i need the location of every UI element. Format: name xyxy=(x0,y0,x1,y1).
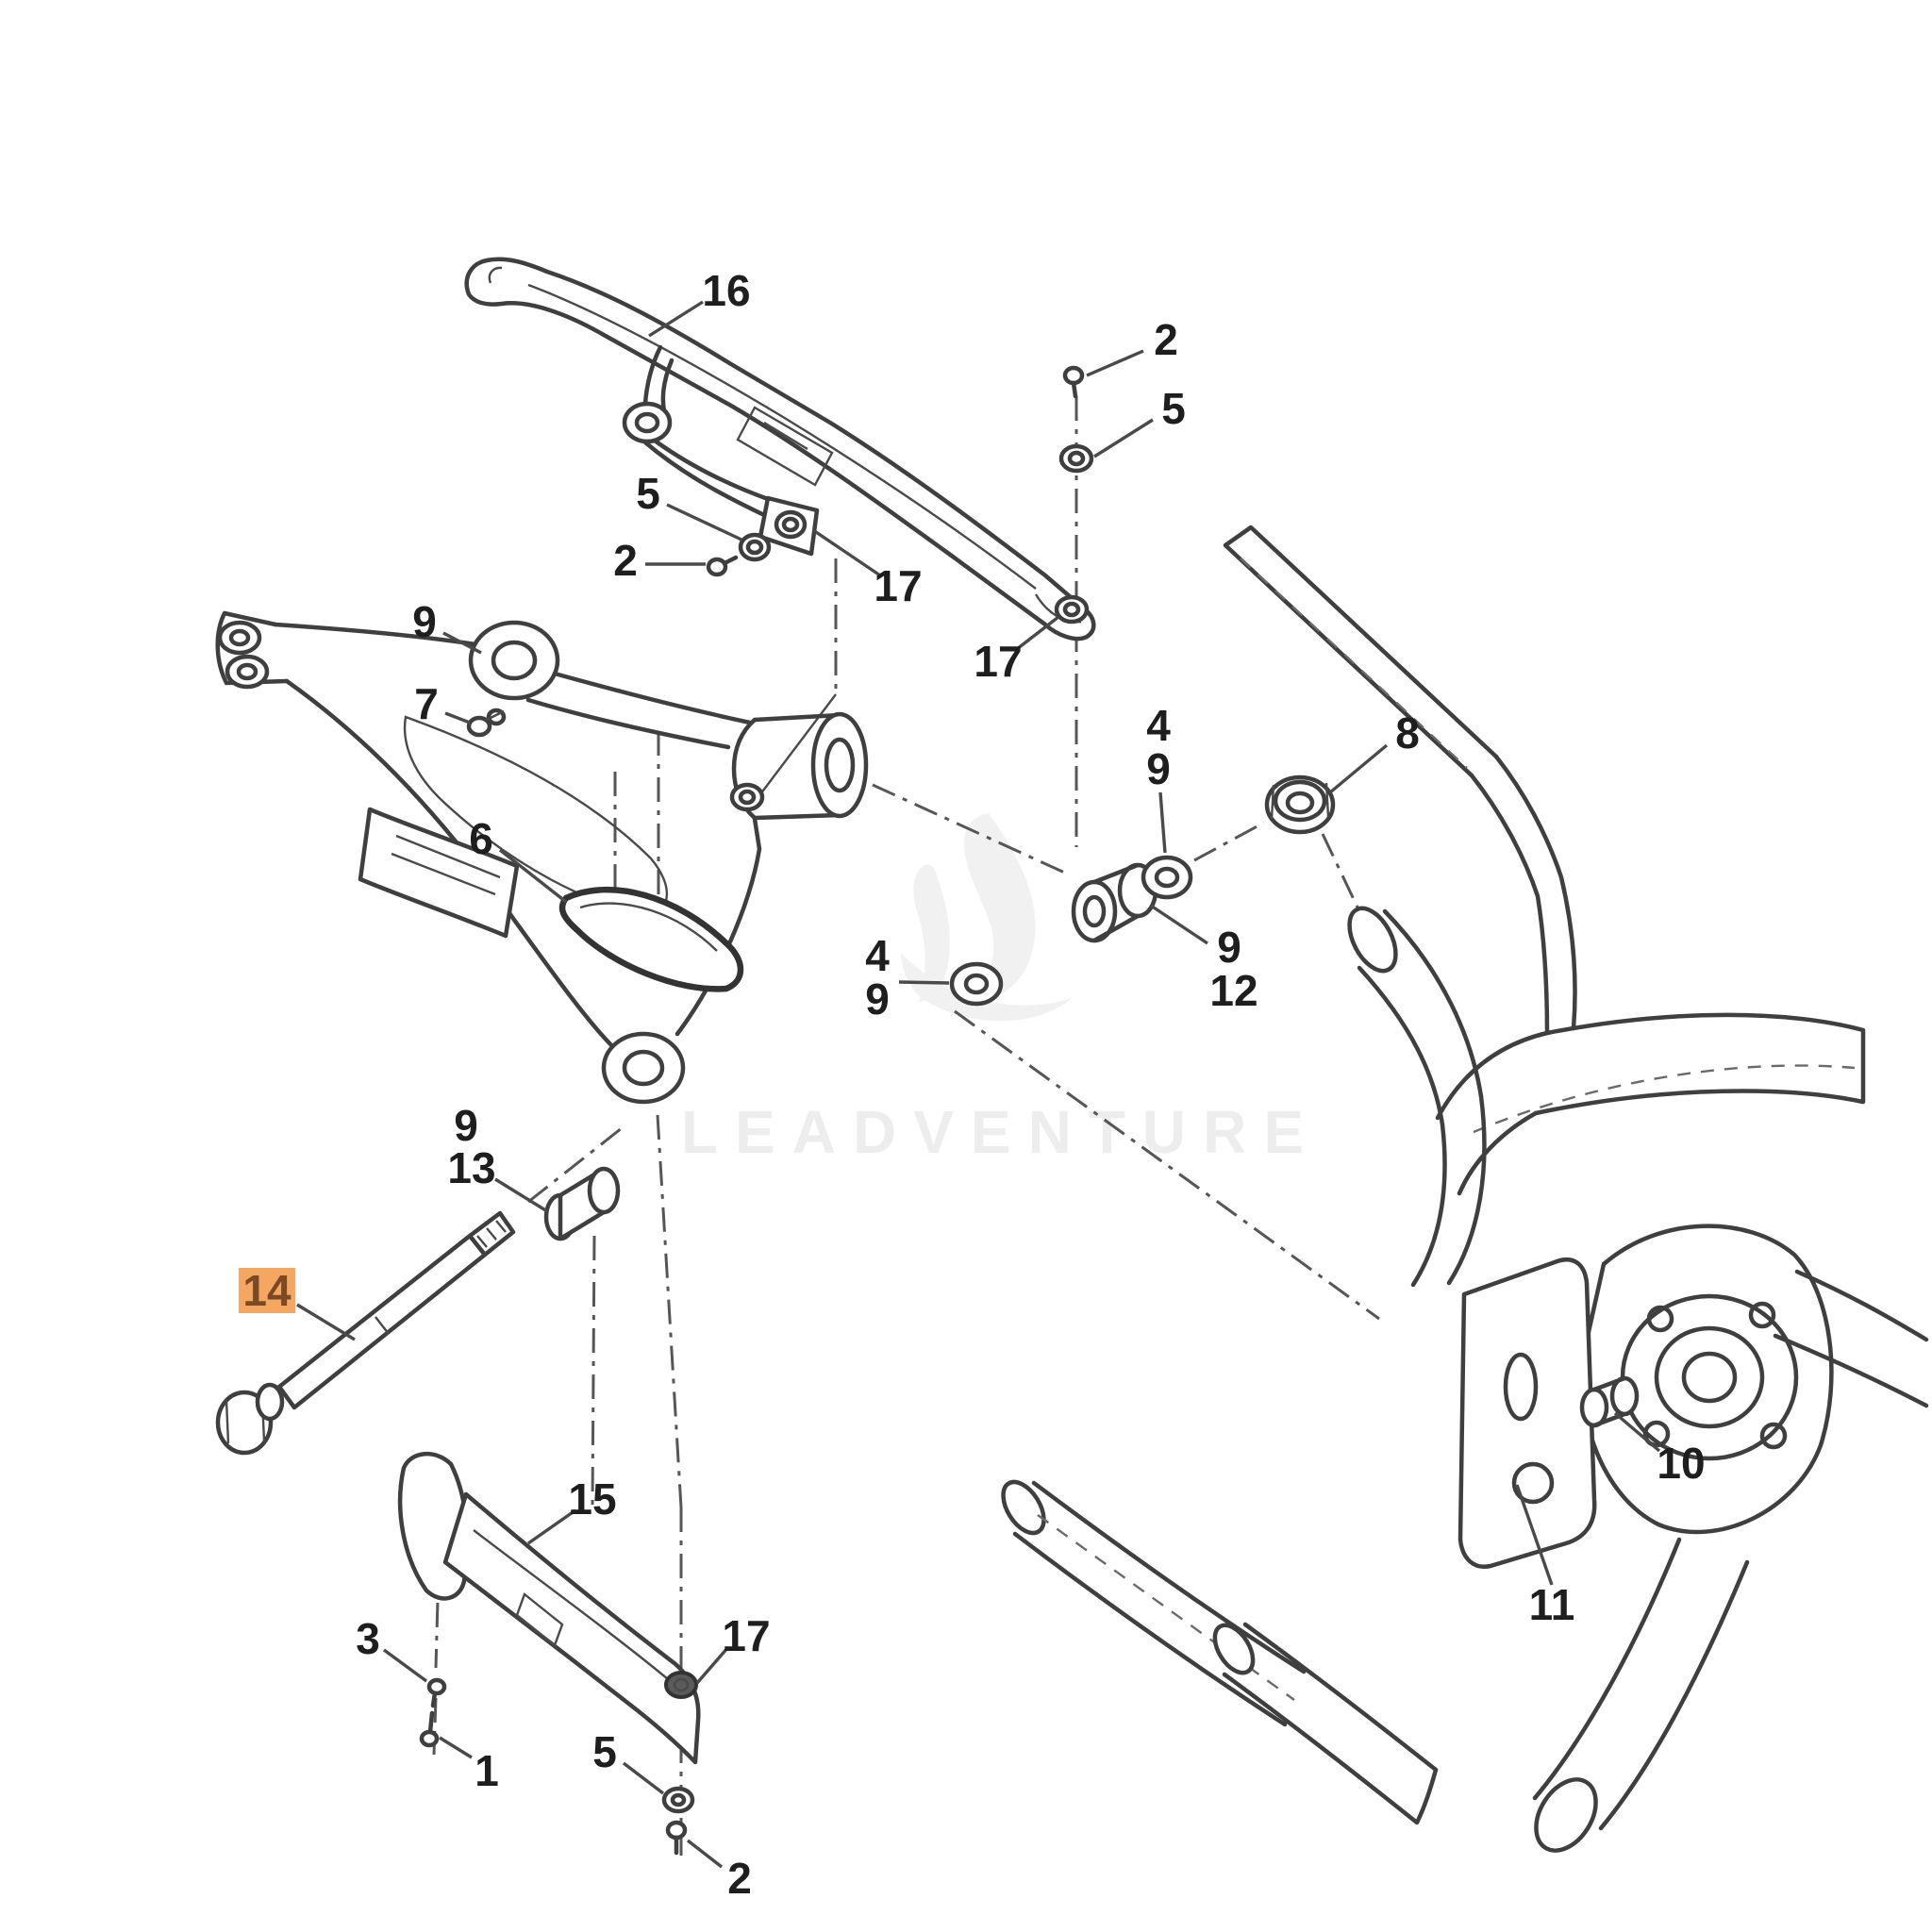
rubber-pad-6 xyxy=(558,886,744,992)
highlight-box xyxy=(239,1268,295,1313)
callout-4[interactable]: 4 xyxy=(1146,701,1171,750)
callout-leader-2 xyxy=(686,1839,724,1869)
bolt-7 xyxy=(466,708,507,738)
callout-leader-14 xyxy=(296,1303,356,1341)
callout-5[interactable]: 5 xyxy=(636,469,660,518)
callout-15[interactable]: 15 xyxy=(568,1474,616,1524)
washer-4-9-left xyxy=(949,961,1004,1007)
callout-leader-5 xyxy=(666,503,742,541)
callout-2[interactable]: 2 xyxy=(1154,315,1178,364)
callout-leader-5 xyxy=(1093,418,1154,458)
belt-guard-fasteners xyxy=(706,365,1094,577)
callout-13[interactable]: 13 xyxy=(447,1143,495,1192)
screw-3 xyxy=(426,1677,447,1708)
callout-9[interactable]: 9 xyxy=(865,974,890,1024)
callout-7[interactable]: 7 xyxy=(414,679,439,728)
callout-5[interactable]: 5 xyxy=(1161,384,1186,433)
callout-leader-9 xyxy=(898,980,950,985)
callout-9[interactable]: 9 xyxy=(1217,923,1241,972)
callout-leader-1 xyxy=(439,1736,473,1759)
callout-12[interactable]: 12 xyxy=(1209,966,1257,1015)
callout-14[interactable]: 14 xyxy=(242,1266,291,1315)
callout-10[interactable]: 10 xyxy=(1657,1439,1705,1488)
washer-5-top xyxy=(1058,443,1094,474)
callout-leader-16 xyxy=(648,300,704,338)
callout-leader-7 xyxy=(444,711,471,724)
grommet-17-bottom xyxy=(664,1671,698,1699)
callout-6[interactable]: 6 xyxy=(469,814,493,863)
callout-leader-9 xyxy=(1158,791,1167,854)
callout-leader-10 xyxy=(1613,1411,1661,1453)
debris-deflector-15 xyxy=(397,1451,701,1856)
callout-8[interactable]: 8 xyxy=(1395,708,1420,758)
callout-1[interactable]: 1 xyxy=(475,1746,499,1795)
watermark-text: LEADVENTURE xyxy=(681,1098,1321,1166)
screw-2-top xyxy=(1062,365,1085,399)
page-title: REAR FORK, DEBRIS DEFLECTOR & BELT GUARD xyxy=(132,40,1154,86)
callout-4[interactable]: 4 xyxy=(865,931,890,980)
washer-5-left xyxy=(738,532,772,562)
pivot-shaft-assembly xyxy=(215,1166,621,1456)
nut-8 xyxy=(1264,774,1336,835)
callout-leader-13 xyxy=(494,1177,548,1213)
callout-leader-15 xyxy=(527,1508,576,1545)
pivot-shaft-14 xyxy=(215,1210,516,1456)
callout-11[interactable]: 11 xyxy=(1529,1580,1575,1629)
callout-2[interactable]: 2 xyxy=(727,1854,752,1903)
pivot-hardware xyxy=(949,774,1336,1007)
callout-9[interactable]: 9 xyxy=(1146,744,1171,793)
callout-17[interactable]: 17 xyxy=(722,1611,770,1660)
callout-leader-17 xyxy=(695,1645,730,1685)
watermark-logo-icon xyxy=(901,813,1072,1022)
spacer-9-13 xyxy=(543,1166,621,1241)
axle-adjuster-10 xyxy=(1579,1375,1640,1428)
washer-4-9-right xyxy=(1141,855,1193,900)
callout-leader-9 xyxy=(442,631,482,655)
callout-16[interactable]: 16 xyxy=(702,266,750,315)
callout-leader-11 xyxy=(1515,1484,1554,1586)
rear-fork-swingarm xyxy=(215,610,869,1105)
callout-3[interactable]: 3 xyxy=(356,1614,380,1663)
callout-9[interactable]: 9 xyxy=(454,1101,478,1150)
frame-section xyxy=(1001,525,1929,1853)
callout-leader-3 xyxy=(382,1648,428,1683)
callout-17[interactable]: 17 xyxy=(974,637,1022,686)
callout-leader-6 xyxy=(498,848,568,904)
callout-leader-2 xyxy=(1086,349,1144,377)
callout-2[interactable]: 2 xyxy=(613,536,638,585)
pivot-boss-9 xyxy=(468,620,560,701)
screw-2-left xyxy=(706,555,739,577)
callout-leader-17 xyxy=(1015,615,1060,651)
callout-17[interactable]: 17 xyxy=(874,561,922,610)
bolt-1 xyxy=(419,1710,440,1748)
belt-guard-16 xyxy=(464,257,1096,641)
callout-leader-17 xyxy=(812,528,881,577)
washer-5-bottom xyxy=(661,1786,695,1814)
callout-5[interactable]: 5 xyxy=(592,1727,617,1776)
callout-leader-5 xyxy=(622,1761,665,1795)
callout-leader-12 xyxy=(1150,904,1208,945)
callout-9[interactable]: 9 xyxy=(412,597,437,646)
screw-2-bottom xyxy=(665,1820,688,1856)
callout-leader-8 xyxy=(1328,743,1389,794)
